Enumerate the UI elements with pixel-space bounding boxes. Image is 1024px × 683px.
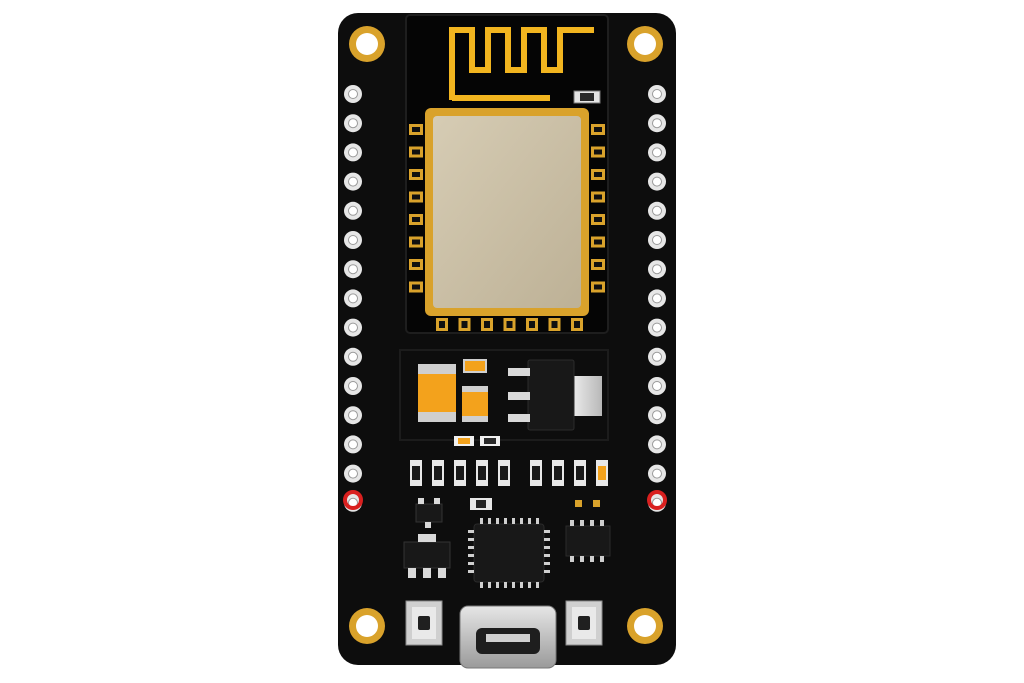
- smd-resistor: [463, 359, 487, 373]
- right-header-pin: [648, 318, 666, 337]
- left-header-pin: [344, 289, 362, 308]
- voltage-regulator-tab: [570, 376, 602, 416]
- right-header-pin: [648, 260, 666, 279]
- left-header-pin: [344, 318, 362, 337]
- module-castellated-pads: [409, 124, 605, 331]
- sot223-regulator: [403, 541, 451, 569]
- right-header-pin: [648, 143, 666, 162]
- smd-resistor: [454, 460, 466, 486]
- micro-usb-port[interactable]: [459, 605, 557, 669]
- smd-resistor-row: [410, 460, 608, 486]
- left-header-pin: [344, 85, 362, 103]
- smd-resistor: [552, 460, 564, 486]
- wifi-module: [405, 14, 609, 334]
- small-capacitor: [462, 386, 488, 422]
- smd-resistor: [498, 460, 510, 486]
- right-header-pin: [648, 231, 666, 249]
- red-pins: [343, 490, 667, 510]
- mounting-holes: [349, 26, 663, 644]
- red-pin-left: [343, 490, 363, 510]
- smd-resistor: [574, 460, 586, 486]
- left-header-pin: [344, 435, 362, 454]
- smd-resistor: [476, 460, 488, 486]
- left-header-pin: [344, 114, 362, 133]
- left-header-pin: [344, 260, 362, 279]
- module-shield-can: [433, 116, 581, 308]
- reset-button[interactable]: [405, 600, 443, 646]
- tantalum-capacitor: [418, 364, 456, 422]
- right-header-pin: [648, 289, 666, 308]
- flash-button[interactable]: [565, 600, 603, 646]
- left-header-pin: [344, 464, 362, 483]
- sot-transistor: [415, 503, 443, 523]
- usb-serial-chip: [468, 518, 550, 588]
- right-header-pin: [648, 377, 666, 395]
- left-header-pin: [344, 377, 362, 395]
- red-pin-right: [647, 490, 667, 510]
- left-header-pin: [344, 406, 362, 425]
- power-section: [399, 349, 609, 446]
- right-header-pin: [648, 406, 666, 425]
- smd-resistor: [596, 460, 608, 486]
- left-header-pin: [344, 347, 362, 366]
- usb-section: [403, 498, 611, 669]
- smd-resistor: [432, 460, 444, 486]
- right-pin-header: [648, 85, 666, 512]
- small-ic: [565, 525, 611, 557]
- smd-resistor: [530, 460, 542, 486]
- right-header-pin: [648, 201, 666, 220]
- left-pin-header: [344, 85, 362, 512]
- right-header-pin: [648, 435, 666, 454]
- left-header-pin: [344, 172, 362, 191]
- right-header-pin: [648, 464, 666, 483]
- voltage-regulator: [527, 359, 575, 431]
- right-header-pin: [648, 85, 666, 103]
- pcb-antenna: [449, 27, 594, 101]
- right-header-pin: [648, 172, 666, 191]
- right-header-pin: [648, 347, 666, 366]
- left-header-pin: [344, 231, 362, 249]
- left-header-pin: [344, 143, 362, 162]
- smd-resistor: [410, 460, 422, 486]
- right-header-pin: [648, 114, 666, 133]
- left-header-pin: [344, 201, 362, 220]
